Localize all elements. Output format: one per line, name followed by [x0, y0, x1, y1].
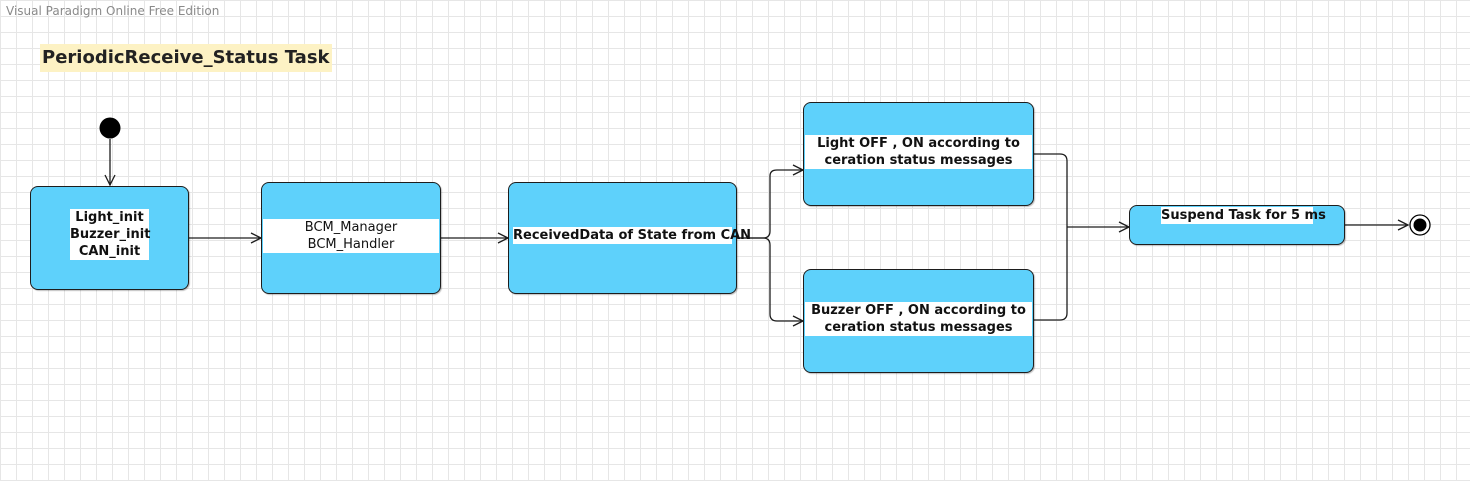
transition-received-light[interactable] [737, 170, 803, 239]
watermark: Visual Paradigm Online Free Edition [6, 4, 220, 18]
state-light[interactable]: Light OFF , ON according to ceration sta… [803, 102, 1034, 206]
state-buzzer-label: Buzzer OFF , ON according to ceration st… [805, 302, 1032, 336]
final-node-core [1413, 218, 1427, 232]
transition-light-join[interactable] [1034, 153, 1068, 227]
state-bcm[interactable]: BCM_Manager BCM_Handler [261, 182, 441, 294]
state-init[interactable]: Light_init Buzzer_init CAN_init [30, 186, 189, 290]
state-light-label: Light OFF , ON according to ceration sta… [805, 135, 1032, 169]
state-received-label: ReceivedData of State from CAN [513, 227, 752, 244]
diagram-title: PeriodicReceive_Status Task [40, 44, 332, 72]
state-init-label: Light_init Buzzer_init CAN_init [70, 209, 151, 260]
state-suspend-label: Suspend Task for 5 ms [1161, 207, 1326, 224]
transition-buzzer-join[interactable] [1034, 227, 1068, 321]
initial-node[interactable] [99, 117, 121, 139]
state-bcm-label: BCM_Manager BCM_Handler [263, 219, 439, 253]
state-suspend[interactable]: Suspend Task for 5 ms [1129, 205, 1345, 245]
state-received[interactable]: ReceivedData of State from CAN [508, 182, 752, 294]
state-buzzer[interactable]: Buzzer OFF , ON according to ceration st… [803, 269, 1034, 373]
transition-received-buzzer[interactable] [737, 237, 803, 321]
